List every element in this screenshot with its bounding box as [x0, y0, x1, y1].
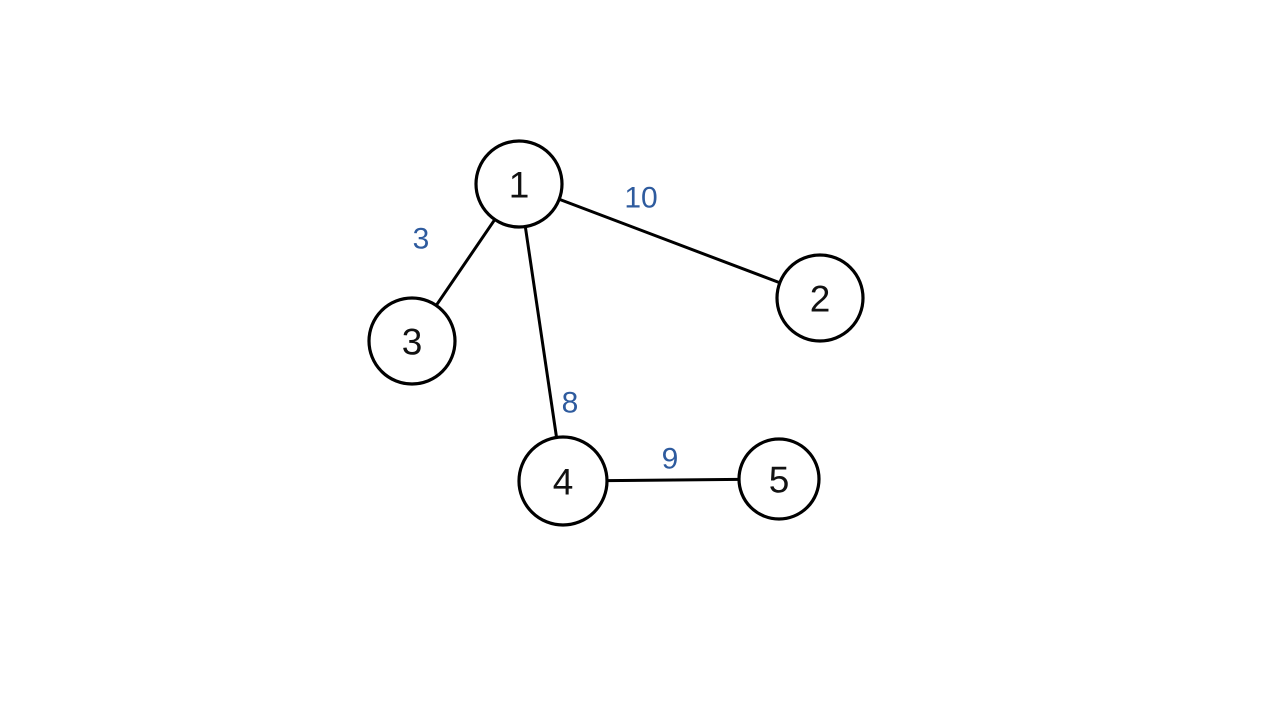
node-2-circle[interactable]	[775, 253, 865, 343]
node-1-circle[interactable]	[474, 139, 564, 229]
node-4-label: 4	[553, 462, 574, 503]
edge-weight-1-4: 8	[562, 387, 579, 420]
node-5-circle[interactable]	[737, 437, 821, 521]
edge-weight-1-2: 10	[624, 182, 657, 215]
edge-weight-4-5: 9	[662, 443, 679, 476]
edge-4-5[interactable]	[605, 477, 741, 483]
edge-1-3[interactable]	[434, 218, 497, 307]
edge-1-2[interactable]	[557, 197, 782, 285]
node-5[interactable]: 5	[737, 437, 821, 521]
node-5-label: 5	[769, 460, 790, 501]
node-2-label: 2	[810, 279, 831, 320]
edge-1-4[interactable]	[523, 225, 559, 439]
edge-layer	[434, 197, 782, 483]
edge-weight-1-3: 3	[413, 223, 430, 256]
node-layer: 1 2 3 4 5	[367, 139, 865, 527]
node-4-circle[interactable]	[517, 435, 609, 527]
node-2[interactable]: 2	[775, 253, 865, 343]
node-1-label: 1	[509, 165, 530, 206]
node-4[interactable]: 4	[517, 435, 609, 527]
edge-label-layer: 3 10 8 9	[413, 182, 679, 476]
node-3-label: 3	[402, 322, 423, 363]
node-3[interactable]: 3	[367, 296, 457, 386]
node-3-circle[interactable]	[367, 296, 457, 386]
node-1[interactable]: 1	[474, 139, 564, 229]
